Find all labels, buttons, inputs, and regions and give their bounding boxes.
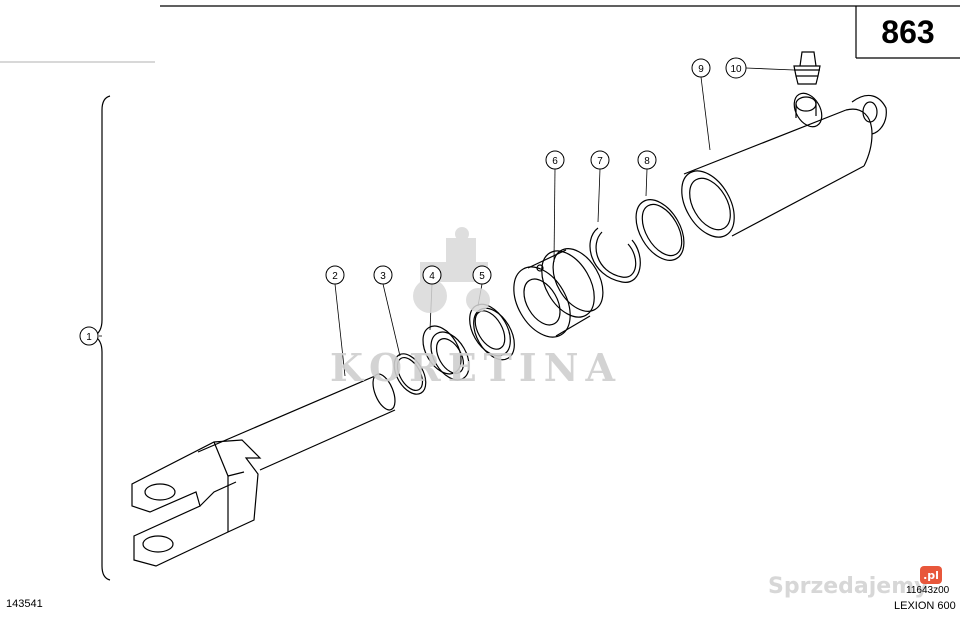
document-id: 143541 xyxy=(6,598,43,610)
ring-3 xyxy=(393,353,427,395)
drawing-id: 11643z00 xyxy=(906,585,950,596)
callout-2: 2 xyxy=(325,265,345,285)
guide-ring-4 xyxy=(422,325,470,381)
watermark-text: KORETINA xyxy=(330,345,622,390)
leader-lines xyxy=(99,67,795,377)
callout-3: 3 xyxy=(373,265,393,285)
page-frame xyxy=(0,5,960,63)
callout-1: 1 xyxy=(79,326,99,346)
callout-5: 5 xyxy=(472,265,492,285)
model-name: LEXION 600 xyxy=(894,600,956,612)
callout-label: 2 xyxy=(332,271,338,282)
breather-fitting-10 xyxy=(793,51,821,85)
site-badge: .pl xyxy=(920,566,942,584)
callout-4: 4 xyxy=(422,265,442,285)
callouts: 1 2 3 4 5 6 7 8 xyxy=(79,57,747,346)
callout-label: 8 xyxy=(644,156,650,167)
guide-bush-6 xyxy=(513,248,604,338)
callout-9: 9 xyxy=(691,58,711,78)
callout-10: 10 xyxy=(725,57,747,79)
callout-label: 9 xyxy=(698,64,704,75)
callout-7: 7 xyxy=(590,150,610,170)
snap-ring-7 xyxy=(589,227,641,283)
callout-8: 8 xyxy=(637,150,657,170)
page-number: 863 xyxy=(881,13,935,50)
seal-ring-8 xyxy=(635,199,685,261)
callout-label: 1 xyxy=(86,332,92,343)
callout-label: 10 xyxy=(730,64,742,75)
callout-label: 4 xyxy=(429,271,435,282)
cylinder-barrel-9 xyxy=(681,92,887,238)
piston-rod-clevis xyxy=(131,373,396,567)
site-watermark: Sprzedajemy xyxy=(768,574,929,599)
callout-6: 6 xyxy=(545,150,565,170)
callout-label: 5 xyxy=(479,271,485,282)
callout-label: 6 xyxy=(552,156,558,167)
callout-label: 3 xyxy=(380,271,386,282)
callout-label: 7 xyxy=(597,156,603,167)
